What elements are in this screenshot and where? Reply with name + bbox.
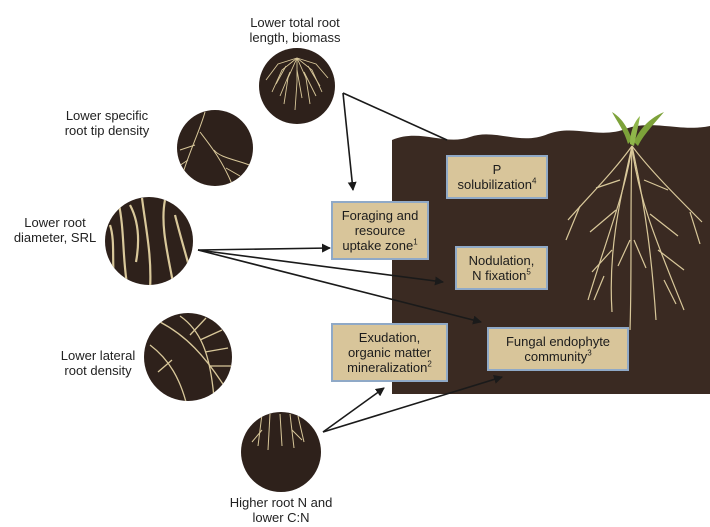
arrow-diameter-to-foraging [198,248,330,250]
exudation-line2: organic matter [348,345,431,360]
nodulation-line1: Nodulation, [469,253,535,268]
exudation-line1: Exudation, [359,330,420,345]
root-sample-diameter [105,197,193,290]
label-root-n-cn: Higher root N and lower C:N [216,495,346,525]
p-solubilization-line2: solubilization [458,177,532,192]
exudation-ref: 2 [427,360,431,369]
label-total-root-length-line1: Lower total root [240,15,350,30]
label-root-n-line2: lower C:N [216,510,346,525]
label-lateral-root-density: Lower lateral root density [48,348,148,378]
label-specific-root-tip-density: Lower specific root tip density [52,108,162,138]
foraging-line2: resource [355,223,406,238]
fungal-line2: community [524,349,587,364]
box-p-solubilization: P solubilization4 [446,155,548,199]
label-tip-density-line2: root tip density [52,123,162,138]
label-total-root-length: Lower total root length, biomass [240,15,350,45]
label-root-n-line1: Higher root N and [216,495,346,510]
box-exudation-mineralization: Exudation, organic matter mineralization… [331,323,448,382]
root-sample-tip-density [176,110,253,186]
p-solubilization-line1: P [493,162,502,177]
foraging-line1: Foraging and [342,208,419,223]
nodulation-line2: N fixation [472,268,526,283]
label-root-diameter: Lower root diameter, SRL [10,215,100,245]
nodulation-ref: 5 [526,268,530,277]
label-lateral-density-line2: root density [48,363,148,378]
fungal-line1: Fungal endophyte [506,334,610,349]
exudation-line3: mineralization [347,360,427,375]
box-fungal-endophyte: Fungal endophyte community3 [487,327,629,371]
label-diameter-line2: diameter, SRL [10,230,100,245]
foraging-line3: uptake zone [342,238,413,253]
arrow-length-to-p-solubilization [343,93,447,140]
box-nodulation: Nodulation, N fixation5 [455,246,548,290]
label-total-root-length-line2: length, biomass [240,30,350,45]
label-lateral-density-line1: Lower lateral [48,348,148,363]
arrow-length-to-foraging [343,93,353,190]
p-solubilization-ref: 4 [532,177,536,186]
label-diameter-line1: Lower root [10,215,100,230]
arrow-root-n-to-exudation [323,388,384,432]
fungal-ref: 3 [587,349,591,358]
root-sample-total-length [259,48,335,124]
root-sample-lateral-density [144,313,232,402]
label-tip-density-line1: Lower specific [52,108,162,123]
root-sample-root-n [241,412,321,492]
foraging-ref: 1 [413,238,417,247]
box-foraging-uptake-zone: Foraging and resource uptake zone1 [331,201,429,260]
